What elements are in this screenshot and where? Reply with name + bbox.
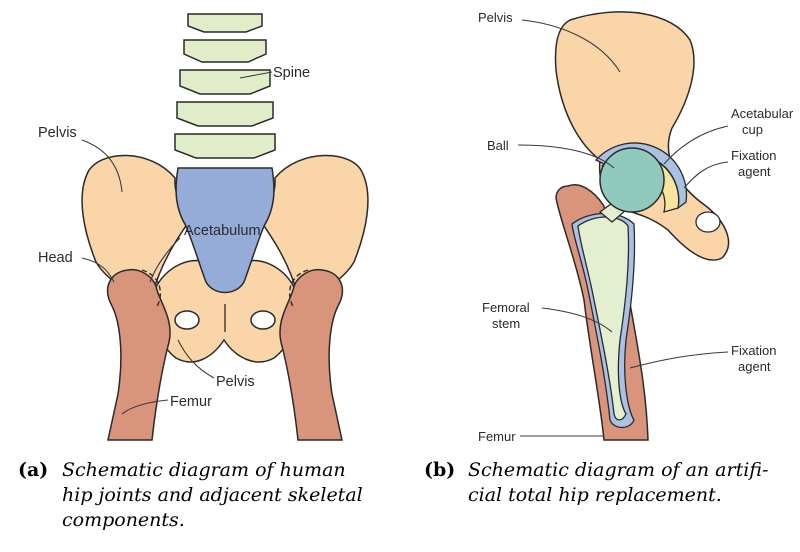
label-fixation-bottom-2: agent [738,359,771,374]
label-acetabular-cup-2: cup [742,122,763,137]
caption-b: (b) Schematic diagram of an artifi- cial… [424,459,800,514]
leader-fixation-bottom [630,352,728,368]
spine [175,14,275,158]
label-femoral-stem-2: stem [492,316,520,331]
caption-a-tag: (a) [18,459,48,482]
label-ball: Ball [487,138,509,153]
leader-fixation-top [684,162,728,188]
obturator-foramen-left [175,311,199,329]
label-fixation-bottom-1: Fixation [731,343,777,358]
panel-a-diagram: Spine Pelvis Acetabulum Head Pelvis Femu… [38,14,368,440]
obturator-foramen-right [251,311,275,329]
label-pelvis-bottom: Pelvis [216,374,255,390]
label-acetabulum: Acetabulum [184,223,261,239]
caption-a-line-2: hip joints and adjacent skeletal [62,484,363,507]
prosthesis-ball [600,148,664,212]
label-fixation-top-2: agent [738,164,771,179]
leader-acetabular-cup [664,126,728,164]
caption-b-tag: (b) [424,459,455,482]
label-pelvis-b: Pelvis [478,10,513,25]
label-spine: Spine [273,65,310,81]
panel-b-diagram: Pelvis Acetabular cup Ball Fixation agen… [478,10,794,444]
label-femoral-stem-1: Femoral [482,300,530,315]
label-acetabular-cup-1: Acetabular [731,106,794,121]
label-pelvis-left: Pelvis [38,125,77,141]
caption-a-line-1: Schematic diagram of human [62,459,346,482]
caption-a: (a) Schematic diagram of human hip joint… [18,459,403,539]
caption-b-line-2: cial total hip replacement. [468,484,722,507]
label-femur-b: Femur [478,429,516,444]
label-head: Head [38,250,73,266]
caption-b-line-1: Schematic diagram of an artifi- [468,459,768,482]
pelvis-foramen [696,212,720,232]
caption-a-line-3: components. [62,509,185,532]
label-femur: Femur [170,394,212,410]
label-fixation-top-1: Fixation [731,148,777,163]
